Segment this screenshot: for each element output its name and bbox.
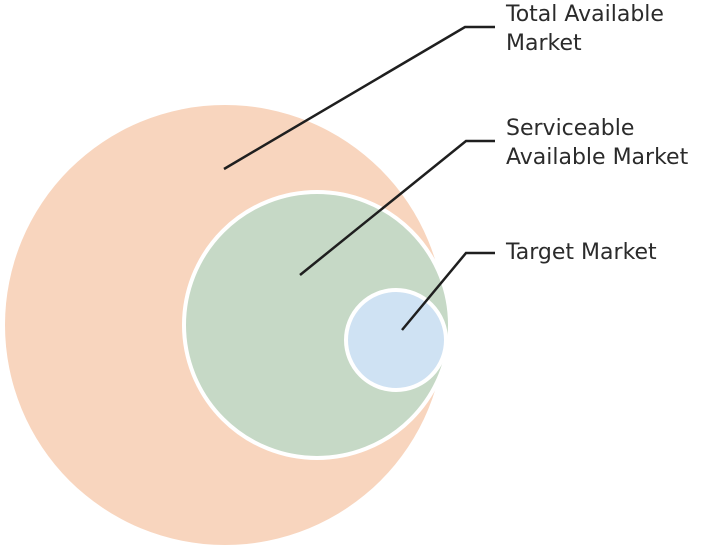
tm-label: Target Market bbox=[505, 240, 657, 265]
tm-leader-line bbox=[401, 251, 495, 331]
tam-label-line2: Market bbox=[506, 31, 582, 56]
sam-leader-line bbox=[299, 139, 495, 276]
serviceable-available-market-circle bbox=[182, 190, 452, 460]
tam-leader-line bbox=[223, 25, 495, 171]
tam-label-line1: Total Available bbox=[505, 2, 664, 27]
target-market-circle bbox=[344, 288, 448, 392]
sam-label-line2: Available Market bbox=[506, 145, 689, 170]
sam-label-line1: Serviceable bbox=[506, 116, 634, 141]
